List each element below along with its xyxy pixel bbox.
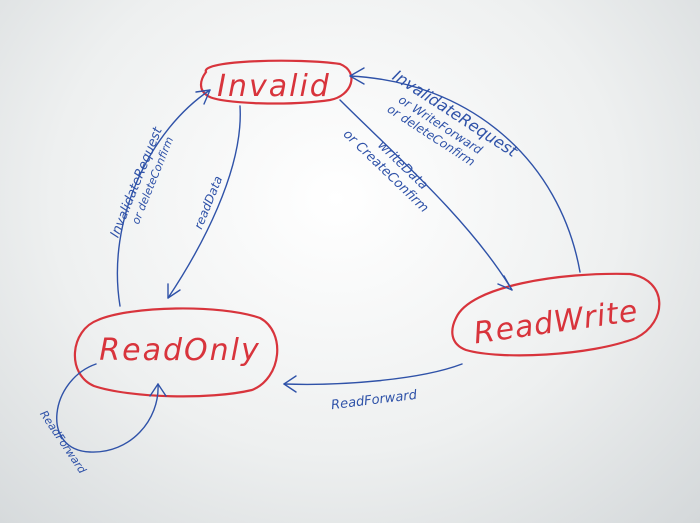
arrowhead [167, 283, 181, 299]
edge-line [167, 105, 241, 299]
state-readwrite-outline [451, 272, 661, 357]
arrowhead [497, 275, 513, 291]
edge-line [349, 75, 581, 273]
edge-line [116, 89, 211, 307]
edge-line [339, 99, 513, 291]
transition-readonly-to-invalid: InvalidateRequest or deleteConfirm [108, 89, 211, 307]
state-invalid-label: Invalid [217, 69, 331, 104]
edge-line [56, 363, 159, 453]
edge-label-line1: ReadForward [37, 408, 89, 477]
arrowhead [283, 375, 297, 393]
transition-readwrite-to-readonly: ReadForward [283, 363, 463, 413]
edge-line [283, 363, 463, 386]
state-readonly: ReadOnly [73, 307, 279, 398]
state-readwrite-label: ReadWrite [472, 294, 641, 352]
arrowhead [195, 89, 211, 105]
state-invalid-outline [199, 59, 353, 105]
arrowhead [349, 67, 365, 85]
state-readwrite: ReadWrite [451, 272, 661, 357]
state-invalid: Invalid [199, 59, 353, 105]
transition-readonly-self-loop: ReadForward [37, 363, 167, 477]
state-readonly-label: ReadOnly [99, 333, 260, 368]
transition-invalid-to-readonly: readData [167, 105, 241, 299]
arrowhead [149, 383, 167, 397]
edge-label-line1: ReadForward [330, 388, 418, 413]
